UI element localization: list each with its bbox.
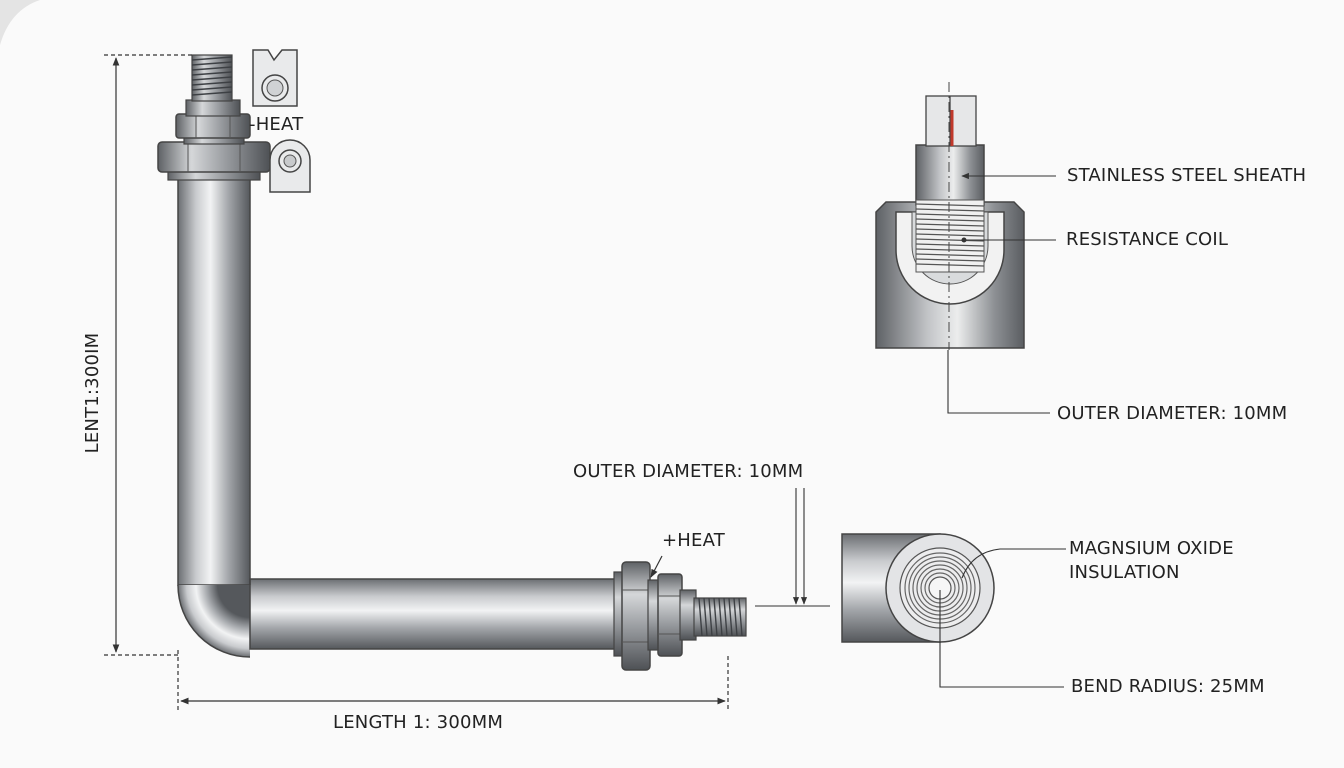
- vertical-pipe: [177, 174, 251, 586]
- right-hex-nut-small: [657, 573, 683, 657]
- vertical-dimension: [104, 54, 194, 656]
- label-length-vertical: LENT1:300IM: [82, 332, 103, 454]
- corner-shade: [0, 0, 40, 45]
- label-bend-radius: BEND RADIUS: 25MM: [1071, 676, 1265, 697]
- ring-terminal-1: [252, 49, 298, 107]
- sheath-tube: [915, 144, 985, 206]
- label-neg-heat: -HEAT: [249, 114, 304, 135]
- outer-diameter-dimension: [755, 488, 830, 607]
- cutaway-sheath-view: [875, 82, 1025, 350]
- end-section-view: [841, 533, 995, 643]
- top-hex-nut-large: [157, 141, 271, 173]
- right-hex-nut-large: [621, 561, 651, 671]
- horizontal-pipe: [249, 578, 623, 650]
- label-resistance-coil: RESISTANCE COIL: [1066, 229, 1229, 250]
- l-shaped-heating-element: [157, 54, 747, 671]
- horizontal-dimension: [177, 650, 729, 712]
- label-outer-diameter-top: OUTER DIAMETER: 10MM: [1057, 403, 1288, 424]
- ring-terminal-2: [269, 139, 311, 193]
- pipe-bend: [178, 585, 250, 657]
- top-hex-nut-small: [175, 113, 251, 139]
- label-magnesium-oxide-insulation: MAGNSIUM OXIDE INSULATION: [1069, 538, 1234, 583]
- label-stainless-steel-sheath: STAINLESS STEEL SHEATH: [1067, 165, 1307, 186]
- label-length-horizontal: LENGTH 1: 300MM: [333, 712, 504, 733]
- resistance-coil: [915, 203, 985, 267]
- label-outer-diameter-mid: OUTER DIAMETER: 10MM: [573, 461, 804, 482]
- label-pos-heat: +HEAT: [662, 530, 725, 551]
